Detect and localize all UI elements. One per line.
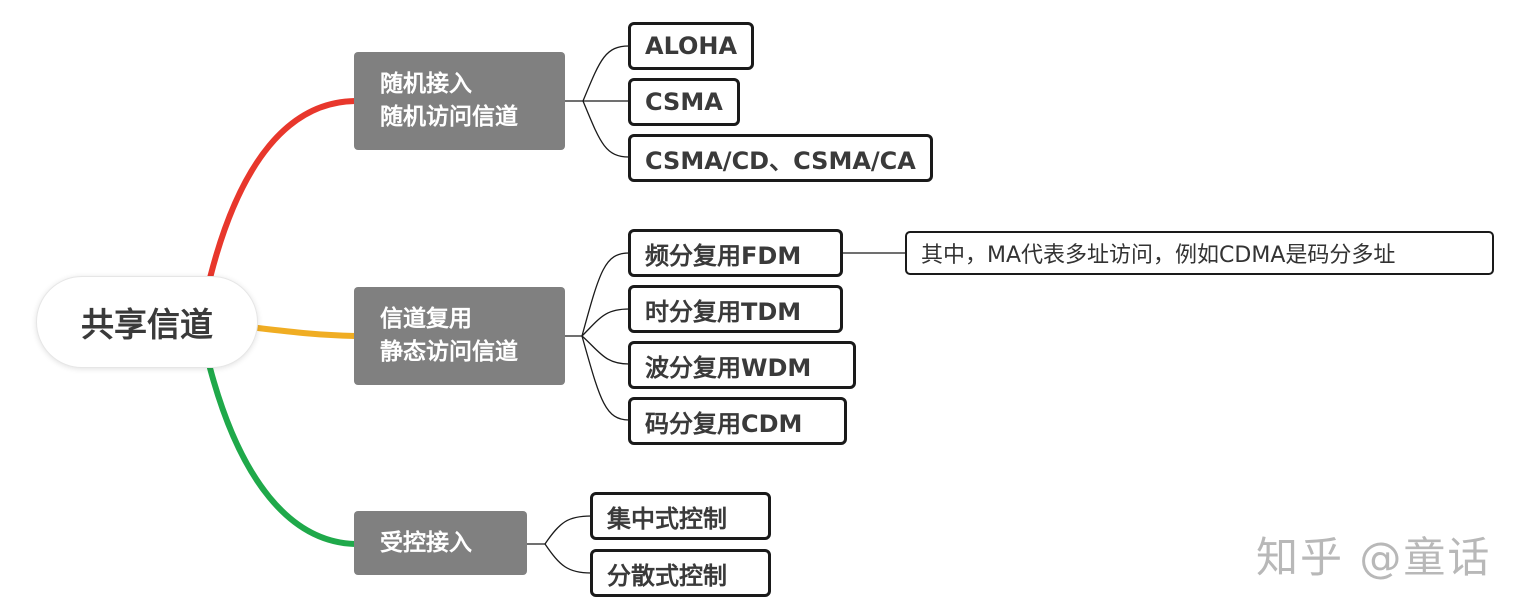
topic-line: 随机接入 xyxy=(380,71,472,97)
subtopic-label: CSMA/CD、CSMA/CA xyxy=(645,146,916,175)
subtopic-label: 分散式控制 xyxy=(607,561,727,590)
topic-line: 受控接入 xyxy=(380,529,472,556)
subtopic-tdm[interactable]: 时分复用TDM xyxy=(628,285,843,333)
subtopic-cdm[interactable]: 码分复用CDM xyxy=(628,397,847,445)
subtopic-label: 码分复用CDM xyxy=(645,409,803,438)
subtopic-csma-cd-ca[interactable]: CSMA/CD、CSMA/CA xyxy=(628,134,933,182)
subtopic-wdm[interactable]: 波分复用WDM xyxy=(628,341,856,389)
watermark: 知乎 @童话 xyxy=(1256,533,1492,582)
random-children-connectors xyxy=(565,45,630,158)
subtopic-fdm[interactable]: 频分复用FDM xyxy=(628,229,843,277)
root-topic[interactable]: 共享信道 xyxy=(36,276,258,368)
topic-random-access[interactable]: 随机接入 随机访问信道 xyxy=(354,52,565,150)
topic-channel-multiplexing[interactable]: 信道复用 静态访问信道 xyxy=(354,287,565,385)
mux-children-connectors xyxy=(565,252,906,421)
subtopic-label: CSMA xyxy=(645,88,723,116)
subtopic-csma[interactable]: CSMA xyxy=(628,78,740,126)
note-text: 其中，MA代表多址访问，例如CDMA是码分多址 xyxy=(921,243,1396,268)
subtopic-label: 集中式控制 xyxy=(607,504,727,533)
branch-connector-random xyxy=(207,98,358,281)
subtopic-distributed-control[interactable]: 分散式控制 xyxy=(590,549,771,597)
topic-line: 随机访问信道 xyxy=(380,104,518,130)
root-topic-label: 共享信道 xyxy=(81,305,213,344)
note-callout[interactable]: 其中，MA代表多址访问，例如CDMA是码分多址 xyxy=(905,231,1494,275)
branch-connector-mux xyxy=(255,325,358,339)
topic-controlled-access[interactable]: 受控接入 xyxy=(354,511,527,575)
subtopic-aloha[interactable]: ALOHA xyxy=(628,22,755,70)
subtopic-label: 时分复用TDM xyxy=(645,297,802,326)
subtopic-centralized-control[interactable]: 集中式控制 xyxy=(590,492,771,540)
topic-line: 静态访问信道 xyxy=(380,339,518,365)
controlled-children-connectors xyxy=(527,515,592,574)
subtopic-label: ALOHA xyxy=(645,32,738,60)
subtopic-label: 波分复用WDM xyxy=(645,353,812,382)
topic-line: 信道复用 xyxy=(380,306,472,332)
subtopic-label: 频分复用FDM xyxy=(645,241,802,270)
branch-connector-controlled xyxy=(207,365,358,547)
